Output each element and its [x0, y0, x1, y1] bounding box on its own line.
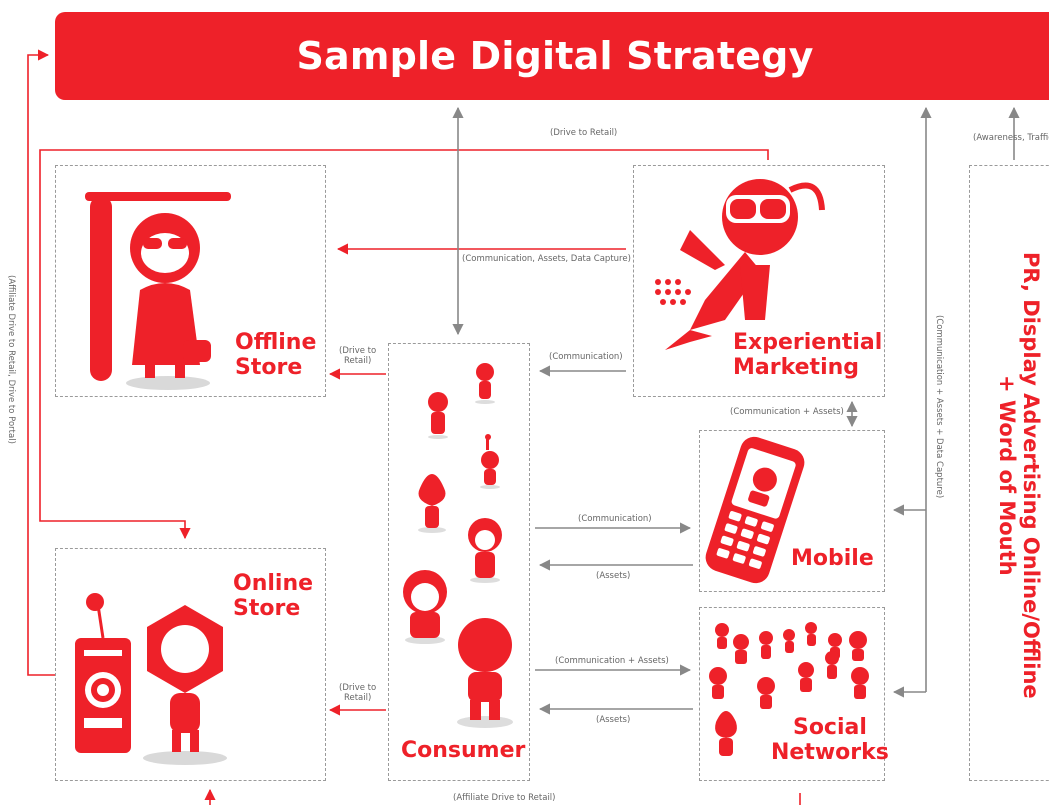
page-title: Sample Digital Strategy — [296, 34, 814, 78]
note-assets-mobile: (Assets) — [596, 571, 631, 581]
note-drive-retail-offline: (Drive to Retail) — [339, 346, 376, 366]
online-store-figure — [75, 593, 227, 765]
note-drive-retail-offline-2: Retail) — [343, 356, 372, 366]
note-affiliate-bottom: (Affiliate Drive to Retail) — [453, 793, 556, 803]
note-drive-retail-online: (Drive to Retail) — [339, 683, 376, 703]
affiliate-loop-line — [27, 49, 55, 676]
note-awareness: (Awareness, Traffic — [973, 133, 1049, 143]
experiential-line1: Experiential — [733, 330, 883, 355]
experiential-line2: Marketing — [733, 355, 860, 380]
online-store-box — [55, 548, 326, 781]
note-drive-retail-online-1: (Drive to — [339, 683, 377, 693]
consumer-label: Consumer — [401, 738, 526, 763]
offline-store-line2: Store — [235, 355, 303, 380]
online-store-line2: Store — [233, 596, 301, 621]
note-drive-retail-offline-1: (Drive to — [339, 346, 377, 356]
experiential-marketing-box — [633, 165, 885, 397]
note-comm-assets-social: (Communication + Assets) — [555, 656, 669, 666]
note-communication-mobile: (Communication) — [578, 514, 652, 524]
note-assets-social: (Assets) — [596, 715, 631, 725]
pr-line1: PR, Display Advertising Online/Offline — [1019, 252, 1043, 699]
social-people — [709, 622, 869, 756]
note-drive-to-retail-top: (Drive to Retail) — [550, 128, 618, 138]
drive-to-retail-line — [39, 149, 769, 540]
social-networks-label: Social Networks — [771, 715, 889, 765]
offline-store-box — [55, 165, 326, 397]
experiential-marketing-label: Experiential Marketing — [733, 330, 882, 380]
pr-line2: + Word of Mouth — [995, 375, 1019, 576]
online-store-line1: Online — [233, 571, 314, 596]
consumer-box — [388, 343, 530, 781]
social-networks-box — [699, 607, 885, 781]
consumer-people — [403, 363, 513, 728]
note-comm-assets-data-vertical: (Communication + Assets + Data Capture) — [934, 315, 944, 499]
note-communication-exp: (Communication) — [549, 352, 623, 362]
offline-store-line1: Offline — [235, 330, 317, 355]
online-store-label: Online Store — [233, 571, 313, 621]
mobile-box — [699, 430, 885, 592]
pr-label: PR, Display Advertising Online/Offline +… — [995, 252, 1043, 699]
offline-store-label: Offline Store — [235, 330, 316, 380]
note-comm-assets-mobile: (Communication + Assets) — [730, 407, 844, 417]
title-banner: Sample Digital Strategy — [55, 12, 1049, 100]
offline-store-figure — [85, 192, 231, 390]
social-line2: Networks — [771, 740, 889, 765]
note-comm-assets-data: (Communication, Assets, Data Capture) — [462, 254, 631, 264]
note-affiliate-left: (Affiliate Drive to Retail, Drive to Por… — [6, 275, 16, 444]
social-line1: Social — [792, 715, 867, 740]
pr-box — [969, 165, 1049, 781]
mobile-label: Mobile — [791, 546, 874, 571]
note-drive-retail-online-2: Retail) — [343, 693, 372, 703]
diver-figure — [655, 179, 825, 350]
mobile-figure — [705, 436, 805, 584]
